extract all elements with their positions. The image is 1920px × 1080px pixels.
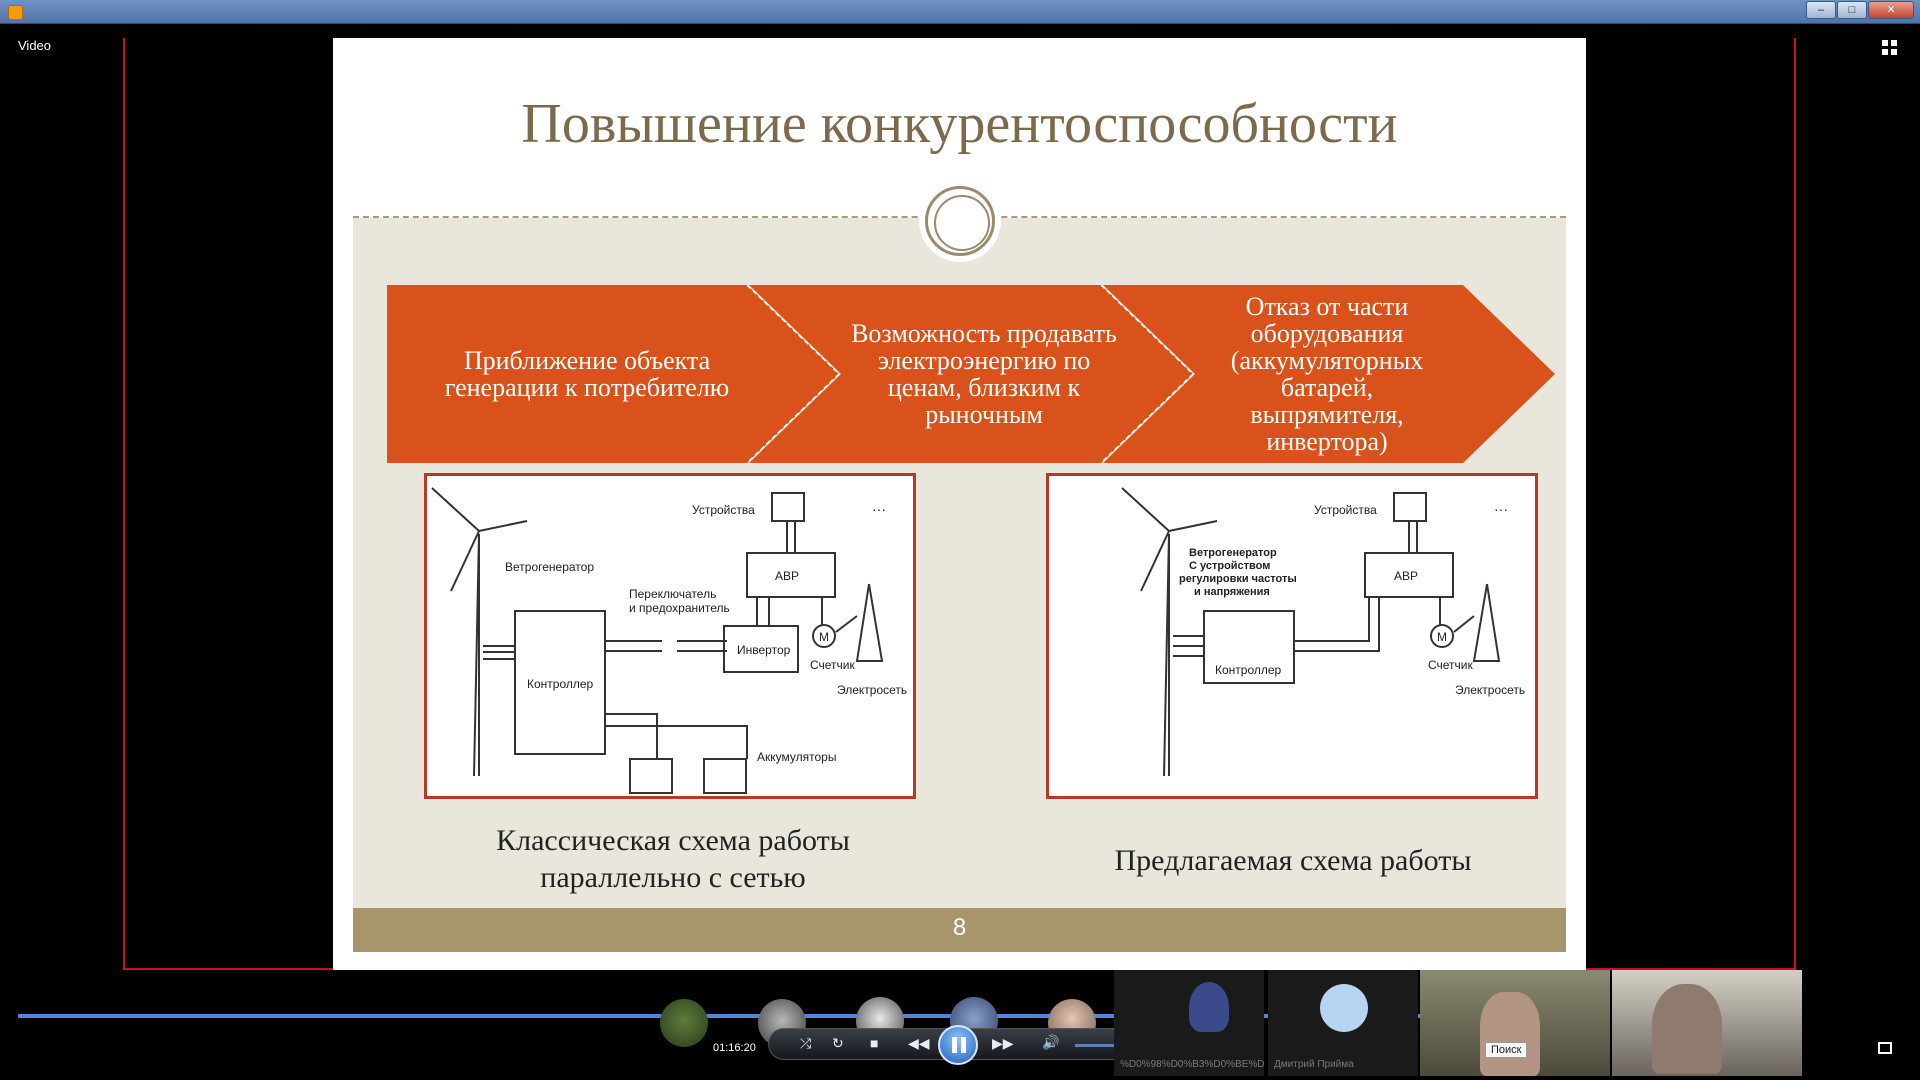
participant-video-2[interactable] (1612, 970, 1802, 1076)
proposed-scheme-diagram: Устройства Ветрогенератор С устройством … (1046, 473, 1538, 799)
classic-scheme-svg: Устройства Ветрогенератор Переключатель … (431, 487, 907, 794)
avr-label: АВР (775, 569, 799, 583)
chevron-2-text: Возможность продавать электроэнергию по … (851, 319, 1117, 429)
devices-label: Устройства (1314, 503, 1377, 517)
caption-left-line-2: параллельно с сетью (540, 861, 806, 894)
volume-icon[interactable]: 🔊 (1042, 1034, 1060, 1050)
generator-label-1: Ветрогенератор (1189, 547, 1277, 559)
participant-tile-2[interactable]: Дмитрий Прийма (1268, 970, 1418, 1076)
chevron-2-shape (749, 285, 1193, 463)
slide-footer: 8 (353, 908, 1566, 952)
caption-left: Классическая схема работы параллельно с … (393, 822, 953, 896)
switch-label-2: и предохранитель (629, 601, 730, 615)
inverter-label: Инвертор (737, 643, 791, 657)
slide-body: Повышение конкурентоспособности Приближе… (353, 52, 1566, 952)
search-tooltip: Поиск (1485, 1042, 1528, 1058)
meter-label: Счетчик (1428, 658, 1474, 672)
chevron-process: Приближение объекта генерации к потребит… (387, 285, 1557, 463)
rewind-icon[interactable]: ◀◀ (908, 1035, 930, 1051)
close-button[interactable]: ✕ (1868, 1, 1914, 19)
batteries-label: Аккумуляторы (757, 750, 836, 764)
grid-label: Электросеть (837, 683, 907, 697)
window-controls: – □ ✕ (1806, 1, 1914, 19)
caption-left-line-1: Классическая схема работы (496, 824, 850, 857)
seek-progress (18, 1014, 1481, 1018)
chevron-1-shape (387, 285, 839, 463)
proposed-scheme-svg: Устройства Ветрогенератор С устройством … (1121, 487, 1525, 777)
participant-tile-1[interactable]: %D0%98%D0%B3%D0%BE%D1%80... (1114, 970, 1264, 1076)
video-label: Video (18, 38, 52, 53)
page-number: 8 (952, 914, 967, 941)
ring-ornament (925, 186, 995, 256)
repeat-icon[interactable]: ↻ (832, 1035, 844, 1051)
generator-label-3: регулировки частоты (1179, 573, 1297, 585)
participant-avatar-1[interactable] (660, 999, 708, 1047)
pause-button[interactable] (938, 1025, 978, 1065)
minimize-button[interactable]: – (1806, 1, 1836, 19)
meter-label: Счетчик (810, 658, 856, 672)
generator-label-2: С устройством (1189, 560, 1270, 572)
devices-label: Устройства (692, 503, 755, 517)
layout-grid-icon[interactable] (1882, 40, 1898, 56)
seek-bar[interactable] (18, 1014, 1488, 1018)
maximize-button[interactable]: □ (1837, 1, 1867, 19)
stop-icon[interactable]: ■ (870, 1035, 879, 1051)
fast-forward-icon[interactable]: ▶▶ (992, 1035, 1014, 1051)
grid-label: Электросеть (1455, 683, 1525, 697)
generator-label: Ветрогенератор (505, 560, 594, 574)
meter-symbol: М (1437, 630, 1447, 644)
meter-symbol: М (819, 630, 829, 644)
participant-tile-1-label: %D0%98%D0%B3%D0%BE%D1%80... (1120, 1059, 1264, 1070)
devices-dots: ··· (1494, 501, 1508, 517)
devices-dots: ··· (872, 501, 886, 517)
fullscreen-icon[interactable] (1878, 1042, 1892, 1054)
volume-slider[interactable] (1075, 1044, 1143, 1047)
chevron-shapes (387, 285, 1555, 463)
window-titlebar: – □ ✕ (0, 0, 1920, 24)
player-controls: 01:16:20 ⤮ ↻ ■ ◀◀ ▶▶ 🔊 %D0%98%D0%B3%D0%B… (8, 970, 1912, 1076)
controller-label: Контроллер (1215, 663, 1282, 677)
generator-label-4: и напряжения (1194, 586, 1270, 598)
app-icon (8, 5, 23, 20)
participant-video-1[interactable] (1420, 970, 1610, 1076)
chevron-3-shape (1103, 285, 1555, 463)
chevron-1-text: Приближение объекта генерации к потребит… (444, 346, 730, 402)
slide-title: Повышение конкурентоспособности (521, 93, 1398, 155)
elapsed-time: 01:16:20 (713, 1042, 756, 1054)
switch-label: Переключатель (629, 587, 716, 601)
avr-label: АВР (1394, 569, 1418, 583)
chevron-3-text: Отказ от части оборудования (аккумулятор… (1230, 292, 1424, 456)
shuffle-icon[interactable]: ⤮ (800, 1035, 812, 1051)
caption-right: Предлагаемая схема работы (1114, 844, 1472, 877)
controller-label: Контроллер (527, 677, 594, 691)
participant-tile-2-label: Дмитрий Прийма (1274, 1059, 1354, 1070)
classic-scheme-diagram: Устройства Ветрогенератор Переключатель … (424, 473, 916, 799)
presentation-slide: Повышение конкурентоспособности Приближе… (333, 38, 1586, 970)
